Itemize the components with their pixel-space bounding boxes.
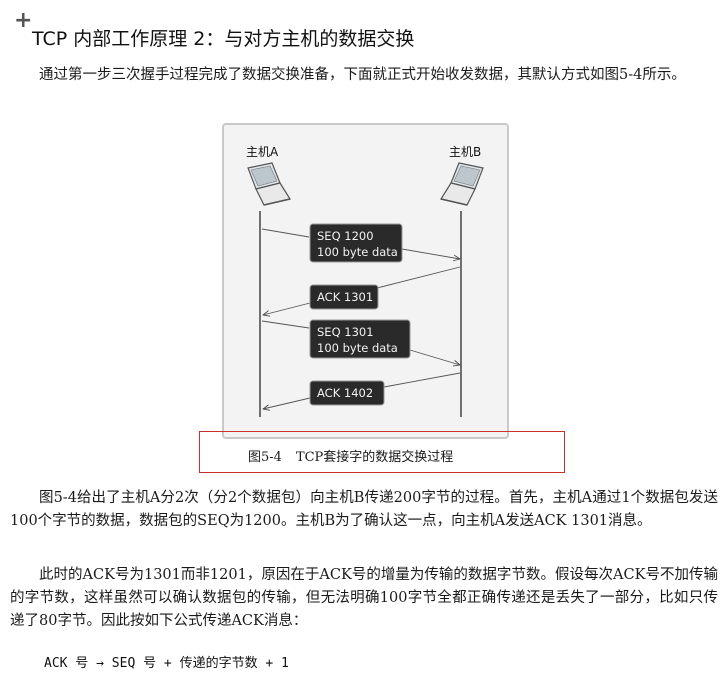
plus-icon: + [14, 8, 33, 33]
ack-1402-label: ACK 1402 [317, 386, 373, 400]
seq-1301-data-label: 100 byte data [317, 341, 398, 355]
seq-1200-data-label: 100 byte data [317, 245, 398, 259]
seq-1200-label: SEQ 1200 [317, 229, 374, 243]
ack-1402-box: ACK 1402 [309, 380, 385, 406]
host-a-label: 主机A [246, 145, 279, 159]
message-arrow-4 [263, 372, 461, 409]
section-heading: + TCP 内部工作原理 2：与对方主机的数据交换 [14, 8, 714, 51]
figure-caption-text: TCP套接字的数据交换过程 [295, 450, 454, 465]
seq-1301-box: SEQ 1301 100 byte data [309, 319, 411, 359]
message-arrow-3 [261, 320, 460, 365]
message-arrow-1 [261, 228, 460, 259]
section-title: TCP 内部工作原理 2：与对方主机的数据交换 [32, 28, 415, 50]
seq-1200-box: SEQ 1200 100 byte data [309, 223, 403, 263]
exchange-diagram: 主机A 主机B [246, 145, 484, 417]
ack-rule-paragraph: 此时的ACK号为1301而非1201，原因在于ACK号的增量为传输的数据字节数。… [10, 567, 718, 629]
ack-1301-box: ACK 1301 [309, 284, 379, 310]
message-arrow-2 [263, 266, 461, 315]
ack-1301-label: ACK 1301 [317, 290, 373, 304]
intro-paragraph: 通过第一步三次握手过程完成了数据交换准备，下面就正式开始收发数据，其默认方式如图… [39, 67, 686, 83]
tcp-exchange-figure: 主机A 主机B [222, 123, 509, 439]
figure-caption: 图5-4 TCP套接字的数据交换过程 [248, 446, 453, 465]
ack-formula: ACK 号 → SEQ 号 + 传递的字节数 + 1 [44, 656, 289, 671]
caption-highlight-box [199, 431, 565, 473]
laptop-a-icon [247, 162, 291, 206]
laptop-b-icon [440, 162, 484, 206]
explanation-paragraph: 图5-4给出了主机A分2次（分2个数据包）向主机B传递200字节的过程。首先，主… [10, 490, 718, 529]
figure-number: 图5-4 [248, 450, 282, 465]
seq-1301-label: SEQ 1301 [317, 325, 374, 339]
host-b-label: 主机B [449, 145, 481, 159]
